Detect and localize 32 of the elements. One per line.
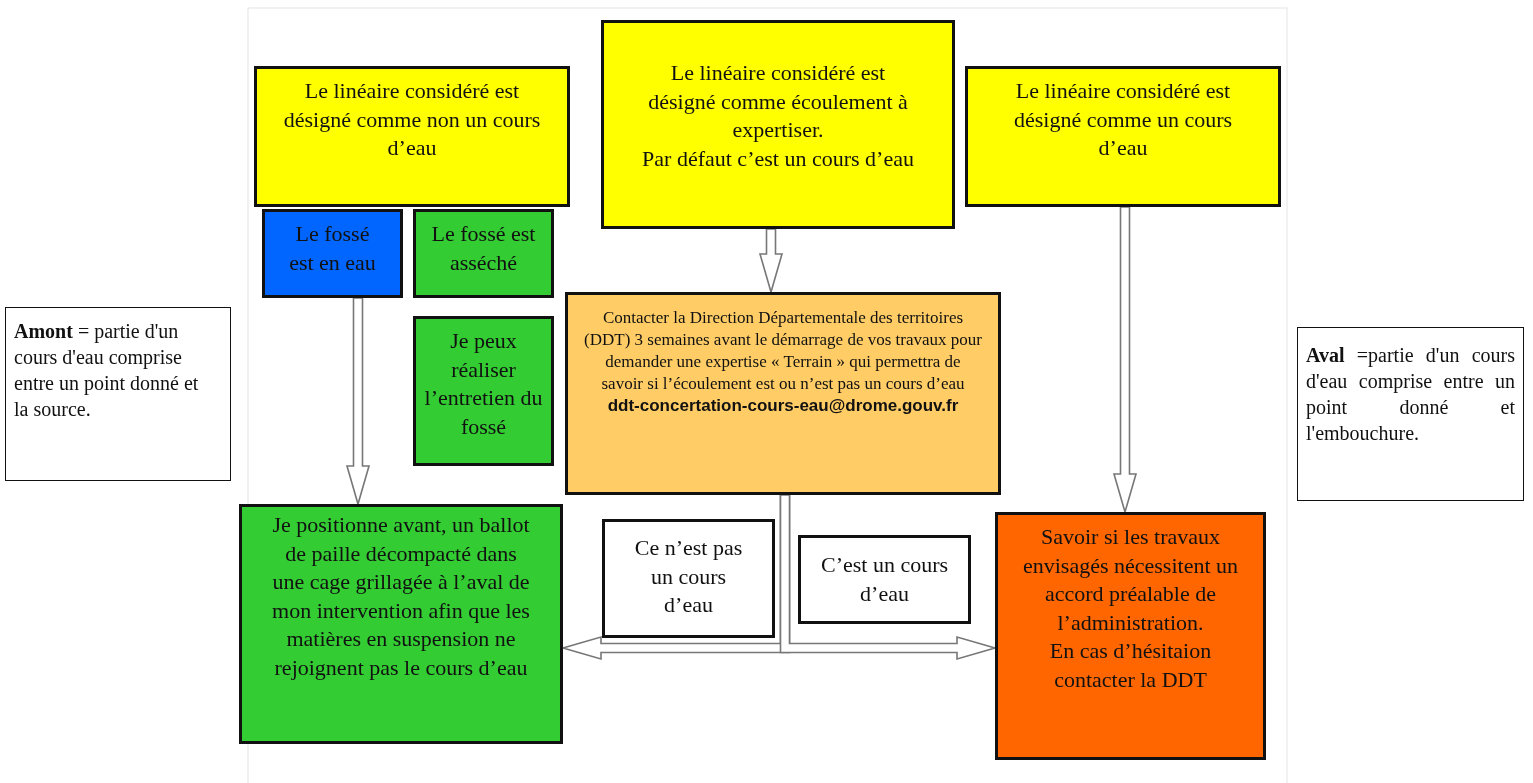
process-box xyxy=(798,535,971,624)
box-text: C’est un cours d’eau xyxy=(819,550,950,608)
box-text: Le fossé est en eau xyxy=(288,220,377,277)
definition-box xyxy=(1297,327,1524,501)
definition-box xyxy=(5,307,231,481)
box-text: Je positionne avant, un ballot de paille décompacté dans une cage grillagée à l’aval de mon intervention afin que les matières en suspension ne rejoignent pas le cours d’eau xyxy=(271,511,531,682)
process-box xyxy=(413,209,554,298)
box-text: Aval =partie d'un cours d'eau comprise entre un point donné et l'embouchure. xyxy=(1306,343,1515,446)
box-text: Savoir si les travaux envisagés nécessitent un accord préalable de l’administration. xyxy=(1021,523,1240,637)
box-text: Le linéaire considéré est désigné comme un cours d’eau xyxy=(1012,77,1234,163)
box-text: Par défaut c’est un cours d’eau xyxy=(642,144,914,173)
process-box xyxy=(965,66,1281,207)
box-text: Je peux réaliser l’entretien du fossé xyxy=(423,327,544,441)
process-box xyxy=(602,519,775,638)
box-text: En cas d’hésitaion contacter la DDT xyxy=(1048,637,1213,694)
box-text: Le linéaire considéré est désigné comme non un cours d’eau xyxy=(282,77,542,163)
box-text: Ce n’est pas un cours d’eau xyxy=(633,534,744,620)
process-box xyxy=(239,504,563,744)
box-text: Amont = partie d'un cours d'eau comprise entre un point donné et la source. xyxy=(14,319,200,422)
process-box xyxy=(413,316,554,466)
box-text: Le fossé est asséché xyxy=(430,220,537,277)
process-box xyxy=(262,209,403,298)
block-arrow xyxy=(779,494,998,661)
block-arrow xyxy=(758,228,784,295)
process-box xyxy=(254,66,570,207)
process-box xyxy=(995,512,1266,760)
email-address: ddt-concertation-cours-eau@drome.gouv.fr xyxy=(607,395,959,418)
block-arrow xyxy=(1112,206,1138,515)
process-box xyxy=(601,20,955,229)
box-text: Le linéaire considéré est désigné comme écoulement à expertiser. xyxy=(647,59,909,145)
process-box xyxy=(565,292,1001,495)
block-arrow xyxy=(345,297,371,507)
